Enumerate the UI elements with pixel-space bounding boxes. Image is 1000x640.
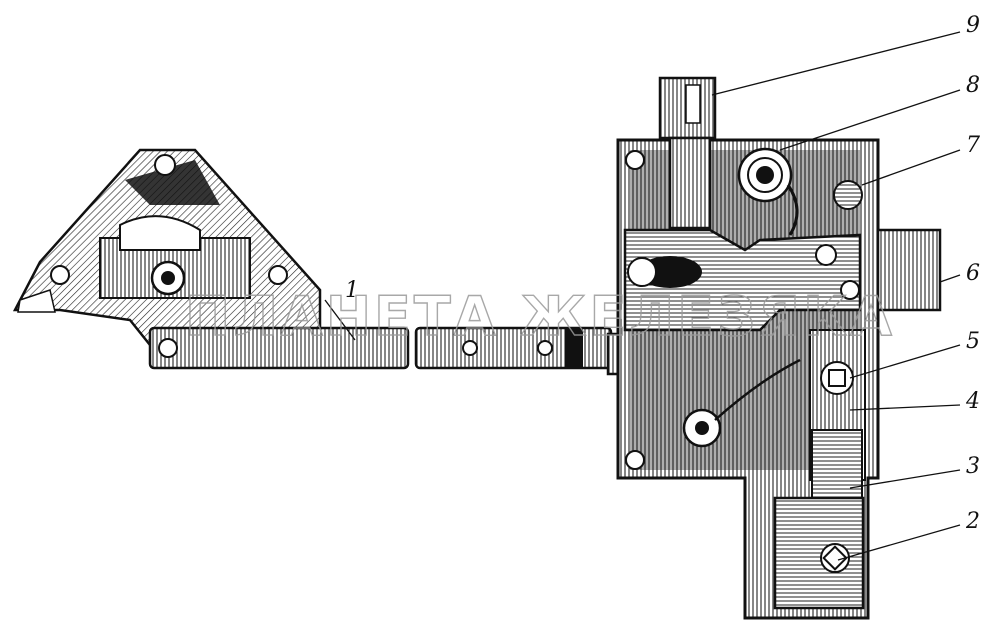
callout-6: 6: [966, 261, 980, 286]
callout-5: 5: [966, 329, 980, 354]
callout-1: 1: [345, 278, 359, 303]
left-bracket: [12, 148, 322, 347]
callout-4: 4: [965, 389, 980, 414]
callout-3: 3: [966, 454, 980, 479]
lock-housing: [616, 76, 942, 620]
callout-8: 8: [966, 73, 980, 98]
callout-9: 9: [966, 13, 980, 38]
watermark-text: ПЛАНЕТА ЖЕЛЕЗЯКА: [185, 285, 895, 348]
callout-2: 2: [965, 509, 980, 534]
callout-7: 7: [966, 133, 980, 158]
callout-labels: 1 2 3 4 5 6 7 8 9: [345, 13, 980, 534]
leader-lines: [324, 31, 961, 561]
